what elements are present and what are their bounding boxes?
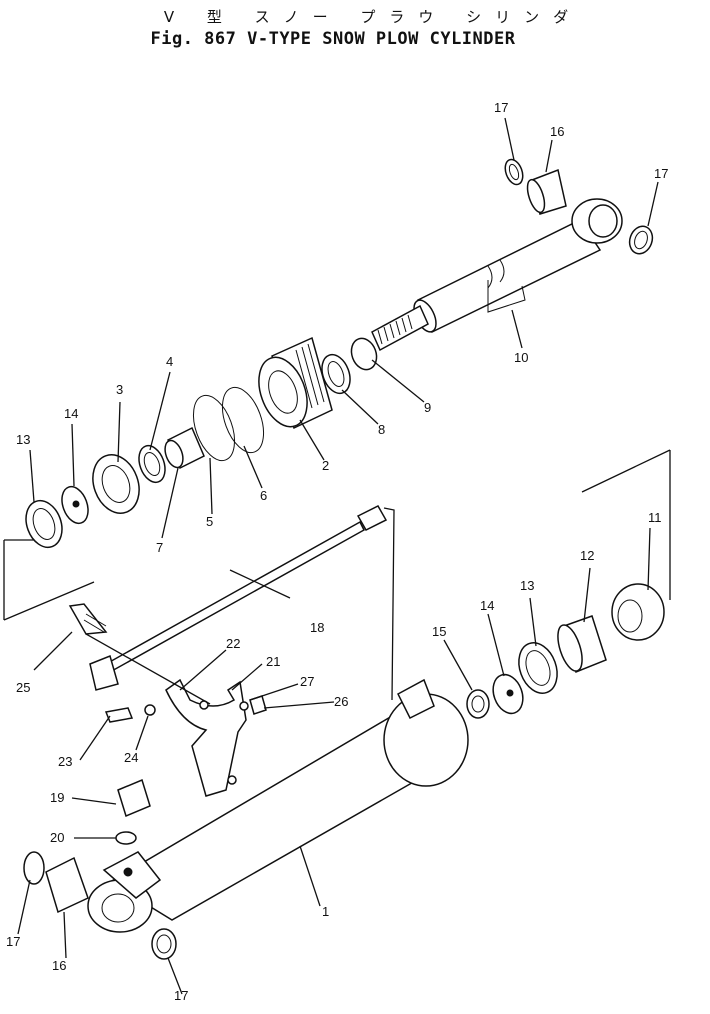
pipe-clamp — [68, 603, 267, 797]
callout-27: 27 — [300, 674, 314, 689]
cylinder-head-assembly — [25, 426, 205, 549]
callout-14: 14 — [480, 598, 494, 613]
callout-11: 11 — [648, 510, 662, 525]
callout-14: 14 — [64, 406, 78, 421]
callout-3: 3 — [116, 382, 123, 397]
figure-title-japanese: V 型 スノー プラウ シリンダ — [163, 8, 583, 26]
callout-20: 20 — [50, 830, 64, 845]
callout-13: 13 — [520, 578, 534, 593]
cylinder-tube — [23, 678, 469, 960]
callout-17: 17 — [494, 100, 508, 115]
callout-18: 18 — [310, 620, 324, 635]
callout-16: 16 — [52, 958, 66, 973]
callout-12: 12 — [580, 548, 594, 563]
callout-22: 22 — [226, 636, 240, 651]
bottom-assembly-parts — [466, 583, 665, 719]
callout-13: 13 — [16, 432, 30, 447]
callout-25: 25 — [16, 680, 30, 695]
callout-17: 17 — [654, 166, 668, 181]
callout-5: 5 — [206, 514, 213, 529]
callout-2: 2 — [322, 458, 329, 473]
callout-21: 21 — [266, 654, 280, 669]
piston-rod — [371, 198, 623, 352]
callout-10: 10 — [514, 350, 528, 365]
callout-6: 6 — [260, 488, 267, 503]
callout-9: 9 — [424, 400, 431, 415]
callout-16: 16 — [550, 124, 564, 139]
callout-8: 8 — [378, 422, 385, 437]
callout-19: 19 — [50, 790, 64, 805]
rod-eye-bushing-and-seals — [504, 158, 654, 255]
callout-24: 24 — [124, 750, 138, 765]
figure-title: Fig. 867 V-TYPE SNOW PLOW CYLINDER — [150, 29, 516, 49]
callout-15: 15 — [432, 624, 446, 639]
callout-labels: 17 16 17 10 9 8 2 6 5 7 4 3 14 13 11 12 … — [6, 100, 668, 1003]
callout-4: 4 — [166, 354, 173, 369]
callout-1: 1 — [322, 904, 329, 919]
leader-lines — [3, 117, 671, 995]
callout-7: 7 — [156, 540, 163, 555]
callout-26: 26 — [334, 694, 348, 709]
callout-17: 17 — [174, 988, 188, 1003]
callout-17: 17 — [6, 934, 20, 949]
hydraulic-pipe — [89, 505, 388, 691]
callout-23: 23 — [58, 754, 72, 769]
piston-assembly — [192, 336, 378, 462]
